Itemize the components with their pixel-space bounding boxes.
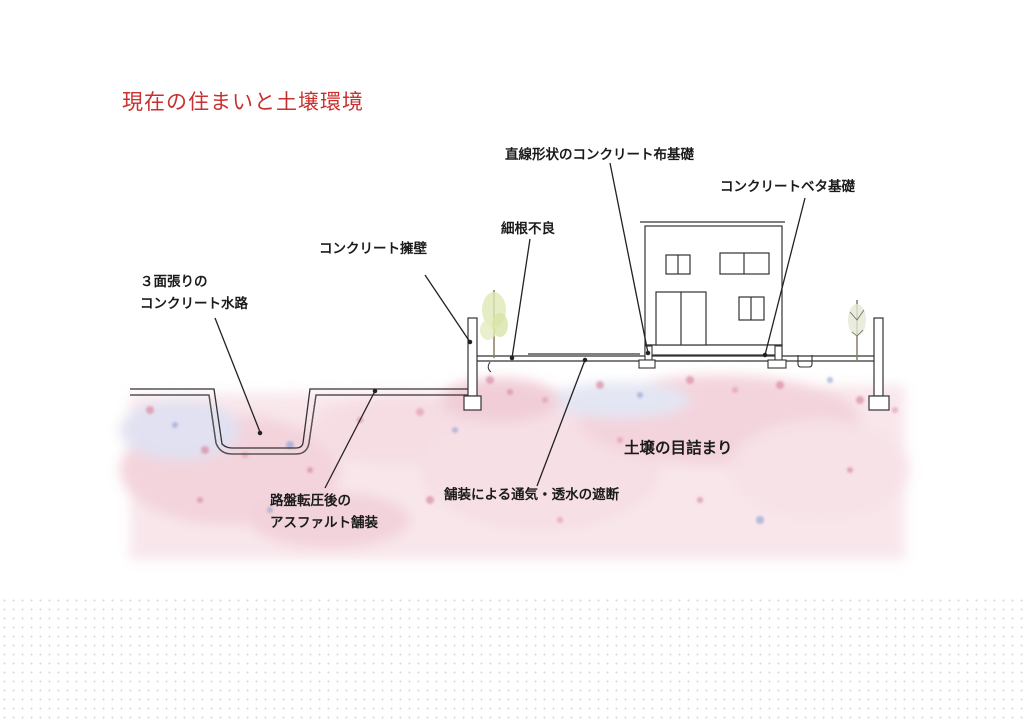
soil-body	[120, 375, 910, 560]
retaining-wall	[463, 317, 482, 411]
label-slab-foundation: コンクリートベタ基礎	[720, 179, 855, 195]
label-channel-line2: コンクリート水路	[140, 296, 248, 312]
upper-ground	[477, 353, 880, 362]
label-paving-blockage: 舗装による通気・透水の遮断	[444, 487, 620, 503]
small-tree-right	[848, 300, 866, 360]
soil-speckles	[146, 376, 898, 524]
label-asphalt-line2: アスファルト舗装	[270, 515, 378, 531]
house	[640, 221, 785, 356]
leader-lines	[214, 162, 806, 489]
label-retaining-wall: コンクリート擁壁	[319, 241, 427, 257]
label-strip-foundation: 直線形状のコンクリート布基礎	[505, 147, 694, 163]
label-soil-clogging: 土壌の目詰まり	[624, 439, 733, 457]
page-title: 現在の住まいと土壌環境	[122, 90, 364, 114]
right-boundary-wall	[868, 317, 890, 411]
dotted-background-pattern	[0, 596, 1024, 723]
label-poor-fine-roots: 細根不良	[501, 221, 555, 237]
ground-surface	[130, 388, 470, 455]
label-asphalt-line1: 路盤転圧後の	[270, 493, 351, 509]
label-channel-line1: ３面張りの	[140, 274, 208, 290]
small-tree-left	[480, 290, 508, 373]
